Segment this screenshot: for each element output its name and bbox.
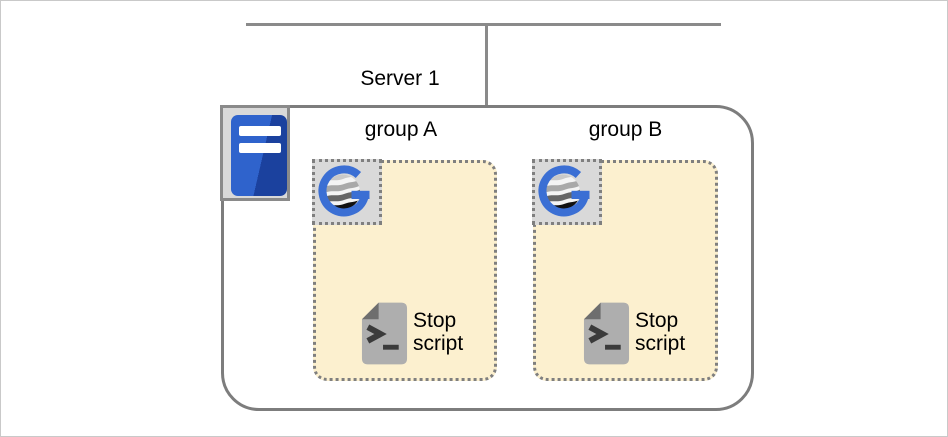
server-slot-bar: [239, 143, 281, 153]
group-a-label: group A: [364, 118, 438, 141]
network-bus-line: [246, 23, 721, 26]
server-icon: [220, 105, 290, 201]
stop-script-label: Stop script: [413, 309, 464, 355]
server-unit-shape: [231, 115, 287, 196]
server-label: Server 1: [360, 67, 440, 90]
g-logo-icon: [532, 159, 602, 225]
script-file-icon: [360, 301, 409, 367]
stop-script-label: Stop script: [635, 309, 686, 355]
server-drop-line: [485, 23, 488, 107]
server-slot-bar: [239, 126, 281, 136]
group-b-label: group B: [588, 118, 663, 141]
script-file-icon: [582, 301, 631, 367]
g-logo-icon: [312, 159, 382, 225]
